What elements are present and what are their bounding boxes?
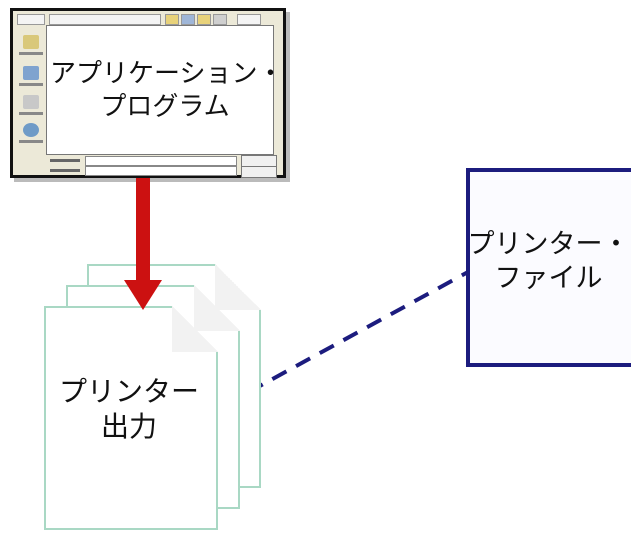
- printer-file-box: [466, 168, 631, 367]
- filetype-label: [50, 169, 80, 172]
- tools-field: [237, 14, 261, 25]
- view-icon: [213, 14, 227, 25]
- cancel-button: [241, 166, 277, 178]
- printer-file-label: プリンター・ ファイル: [466, 228, 631, 296]
- dashed-link-line: [224, 270, 469, 407]
- filetype-field: [85, 166, 237, 176]
- printer-file-label-line1: プリンター・: [467, 229, 630, 260]
- window-toolbar-field: [17, 14, 45, 25]
- printer-file-label-line2: ファイル: [494, 262, 603, 294]
- printer-output-label-line1: プリンター: [58, 375, 199, 408]
- application-label: アプリケーション・ プログラム: [50, 58, 284, 123]
- history-caption: [19, 52, 43, 55]
- application-label-line2: プログラム: [100, 91, 230, 122]
- application-label-line1: アプリケーション・: [50, 59, 284, 89]
- desktop-caption: [19, 83, 43, 86]
- window-address-field: [49, 14, 161, 25]
- documents-caption: [19, 112, 43, 115]
- network-caption: [19, 140, 43, 143]
- new-folder-icon: [197, 14, 211, 25]
- folder-icon: [165, 14, 179, 25]
- back-icon: [181, 14, 195, 25]
- print-arrow-shaft: [136, 178, 150, 282]
- printer-output-label-line2: 出力: [100, 410, 157, 443]
- print-arrow-head: [124, 280, 162, 310]
- documents-icon: [23, 95, 39, 109]
- network-icon: [23, 123, 39, 137]
- filename-field: [85, 156, 237, 166]
- filename-label: [50, 159, 80, 162]
- history-icon: [23, 35, 39, 49]
- application-window: [10, 8, 286, 178]
- file-list-area: [46, 25, 274, 155]
- desktop-icon: [23, 66, 39, 80]
- printer-output-label: プリンター 出力: [44, 374, 214, 444]
- output-page-front-fold: [172, 306, 218, 352]
